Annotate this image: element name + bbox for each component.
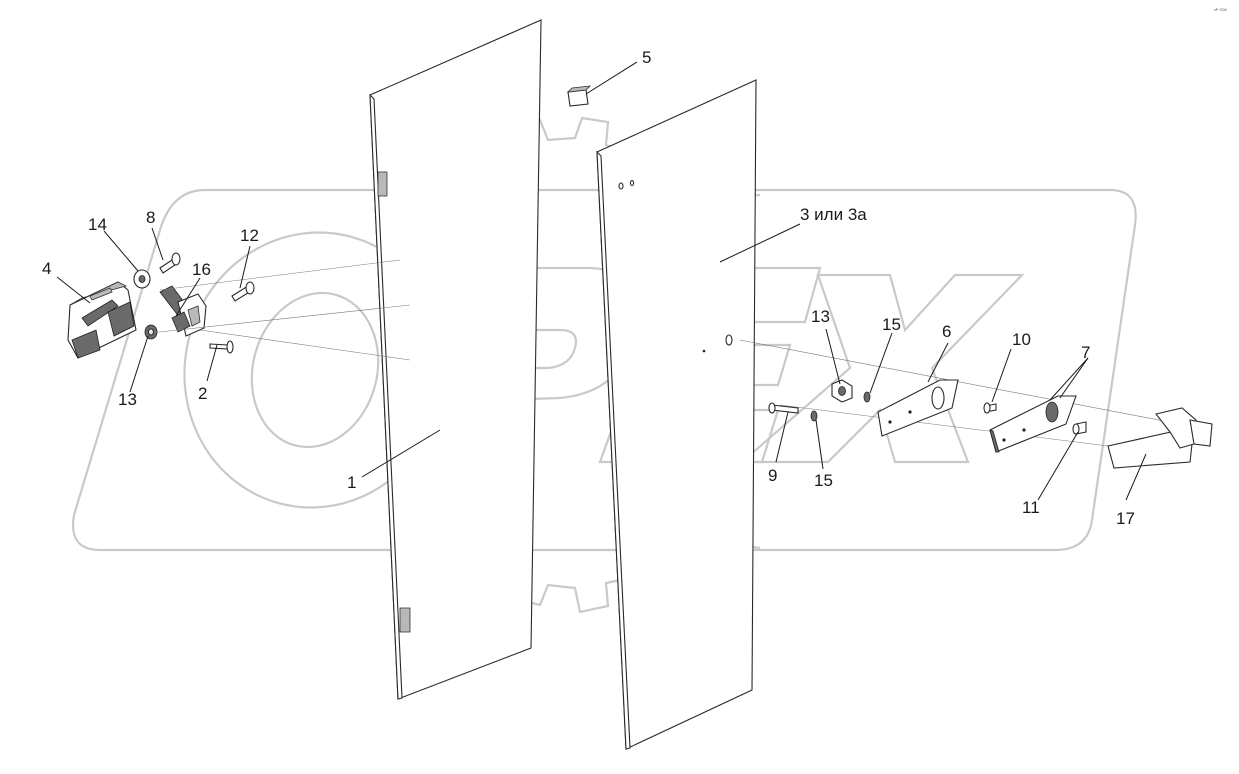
part-12-pin	[231, 281, 255, 302]
leader-9	[775, 411, 789, 463]
part-3-dot	[702, 349, 706, 353]
leader-14	[103, 230, 139, 272]
part-8-screw	[159, 252, 181, 274]
part-13-nut-left	[144, 324, 158, 340]
callout-3: 3 или 3а	[800, 205, 867, 224]
callout-13-left: 13	[118, 390, 137, 409]
leader-lines	[56, 61, 1147, 501]
callout-9: 9	[768, 466, 777, 485]
part-1-hinge-lower	[399, 607, 411, 633]
part-16-latch	[159, 285, 207, 337]
leader-5	[585, 61, 638, 95]
callout-16: 16	[192, 260, 211, 279]
part-9-bolt	[768, 402, 799, 414]
callout-7: 7	[1081, 343, 1090, 362]
part-5-stop-block	[566, 85, 592, 107]
part-3-door-glass-right	[596, 79, 757, 750]
part-7-plate	[989, 395, 1077, 453]
part-14-washer	[133, 269, 151, 289]
leader-10	[991, 348, 1012, 403]
watermark-plate	[71, 188, 1137, 552]
part-15-washer-upper	[863, 391, 871, 403]
part-6-plate	[877, 379, 959, 437]
callout-12: 12	[240, 226, 259, 245]
callout-13-right: 13	[811, 307, 830, 326]
callout-15-upper: 15	[882, 315, 901, 334]
leader-8	[151, 227, 164, 261]
part-1-hinge-upper	[377, 171, 388, 197]
callout-10: 10	[1012, 330, 1031, 349]
leader-13b	[825, 328, 841, 385]
leader-6	[927, 342, 949, 383]
callout-8: 8	[146, 208, 155, 227]
part-2-screw	[209, 340, 234, 354]
part-11-bolt	[1072, 421, 1087, 435]
leader-4	[56, 276, 91, 304]
callout-6: 6	[942, 322, 951, 341]
callout-4: 4	[42, 259, 51, 278]
leader-12	[239, 245, 251, 289]
callout-17: 17	[1116, 509, 1135, 528]
leader-13a	[129, 335, 149, 393]
callout-5: 5	[642, 48, 651, 67]
part-4-lock-housing	[67, 281, 137, 359]
callout-15-lower: 15	[814, 471, 833, 490]
part-10-screw	[983, 402, 997, 414]
part-13-nut-right	[831, 379, 853, 403]
part-3-hole-2	[629, 180, 635, 186]
part-3-handle-hole	[725, 334, 733, 346]
callout-11: 11	[1022, 498, 1040, 517]
callout-1: 1	[347, 473, 356, 492]
callout-14: 14	[88, 215, 107, 234]
leader-1	[361, 429, 441, 478]
leader-15a	[869, 332, 893, 394]
part-15-washer-lower	[810, 410, 818, 422]
part-17-handle	[1107, 407, 1213, 469]
part-3-hole-1	[618, 182, 624, 190]
callout-2: 2	[198, 384, 207, 403]
callout-labels: 1 2 3 или 3а 4 5 6 7 8 9 10 11 12 13 13 …	[42, 48, 1135, 528]
leader-16	[175, 277, 201, 317]
leader-7b	[1049, 357, 1089, 401]
corner-mark: ᵒᴾ ᴼᴼᴼ	[1214, 8, 1227, 14]
right-assembly-axes	[739, 339, 1186, 456]
leader-2	[206, 344, 218, 382]
leader-7a	[1059, 357, 1089, 399]
leader-3	[719, 223, 801, 263]
left-assembly-axes	[149, 259, 411, 361]
leader-17	[1125, 453, 1147, 501]
leader-15b	[815, 419, 824, 470]
part-1-door-glass-left	[369, 19, 542, 700]
leader-11	[1037, 431, 1079, 501]
